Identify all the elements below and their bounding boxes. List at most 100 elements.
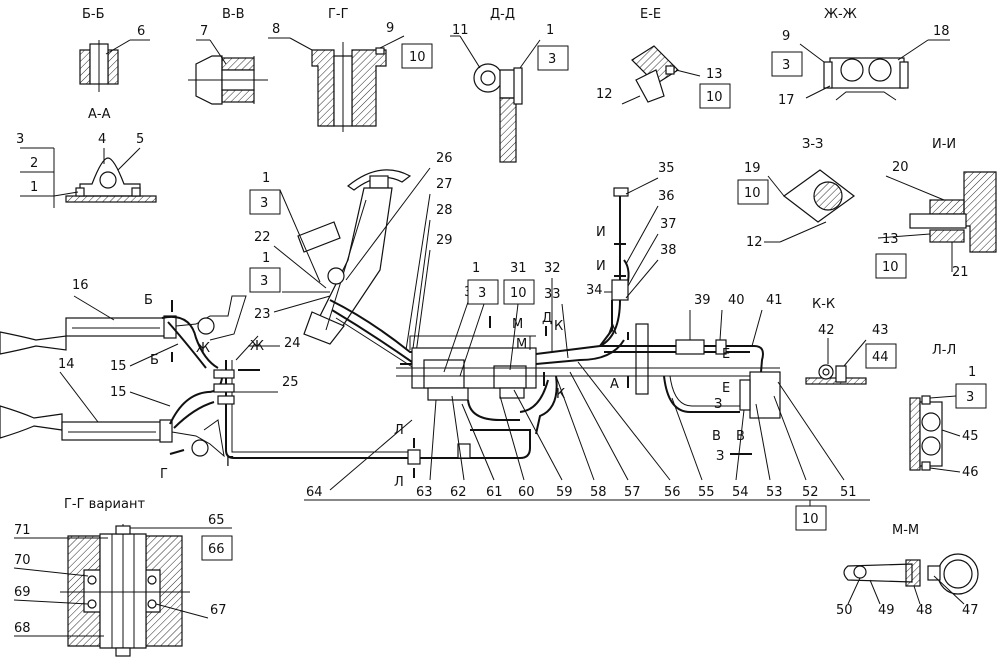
mark-e-1: Е [722,347,730,362]
label-19: 19 [744,161,761,176]
label-20: 20 [892,160,909,175]
label-10-top: 10 [510,286,527,301]
label-37: 37 [660,217,677,232]
label-3-dd: 3 [548,52,556,67]
section-vv: В-В 7 [188,7,268,105]
mark-m-1: М [512,317,523,332]
section-dd: Д-Д 11 1 3 [450,7,569,163]
label-3-zh: 3 [782,58,790,73]
label-31: 31 [510,261,527,276]
label-35: 35 [658,161,675,176]
label-33: 33 [544,287,561,302]
label-51: 51 [840,485,857,500]
label-58: 58 [590,485,607,500]
cylinder-16: 16 [0,278,247,355]
label-3-col: 3 [260,196,268,211]
label-70: 70 [14,553,31,568]
label-52: 52 [802,485,819,500]
label-1-col: 1 [262,171,270,186]
label-21: 21 [952,265,969,280]
steering-column [297,169,412,345]
section-aa-title: А-А [88,107,111,122]
mark-k-2: К [556,387,565,402]
label-2: 2 [30,156,38,171]
label-4: 4 [98,132,106,147]
section-bb-title: Б-Б [82,7,105,22]
section-gg-variant-title: Г-Г вариант [64,497,145,512]
label-22: 22 [254,230,271,245]
label-39: 39 [694,293,711,308]
label-63: 63 [416,485,433,500]
label-14: 14 [58,357,75,372]
section-ll: Л-Л 1 3 45 46 [909,343,987,480]
label-59: 59 [556,485,573,500]
label-5: 5 [136,132,144,147]
label-45: 45 [962,429,979,444]
mark-m-2: М [516,337,527,352]
mark-v-1: В [712,429,721,444]
mark-k-1: К [554,319,563,334]
label-71: 71 [14,523,31,538]
section-zz-title: З-З [802,137,823,152]
label-44: 44 [872,350,889,365]
label-50: 50 [836,603,853,618]
label-6: 6 [137,24,145,39]
mark-i-2: И [596,259,606,274]
section-gg: Г-Г 8 9 10 [268,7,433,132]
mark-d: Д [542,311,552,326]
section-mm: М-М 50 49 48 47 [836,523,979,618]
label-16: 16 [72,278,89,293]
label-67: 67 [210,603,227,618]
label-13-ii: 13 [882,232,899,247]
mark-a-1: А [608,323,617,338]
label-66: 66 [208,542,225,557]
label-56: 56 [664,485,681,500]
main-assembly: 16 14 15 15 Б Б Ж [0,151,870,531]
label-23: 23 [254,307,271,322]
label-18: 18 [933,24,950,39]
label-53: 53 [766,485,783,500]
label-29: 29 [436,233,453,248]
label-12-zz: 12 [746,235,763,250]
label-3-aa: 3 [16,132,24,147]
label-1-aa: 1 [30,180,38,195]
section-mm-title: М-М [892,523,919,538]
label-10-ee: 10 [706,90,723,105]
mark-a-2: А [610,377,619,392]
section-gg-variant: Г-Г вариант 71 70 69 68 65 66 67 [13,497,233,657]
label-1-dd: 1 [546,23,554,38]
label-10-bottom: 10 [802,512,819,527]
label-27: 27 [436,177,453,192]
section-zz: З-З 19 10 12 [737,137,856,250]
label-26: 26 [436,151,453,166]
label-47: 47 [962,603,979,618]
label-10-ii: 10 [882,260,899,275]
label-10-zz: 10 [744,186,761,201]
mark-l-1: Л [394,423,404,438]
mark-i-1: И [596,225,606,240]
label-15b: 15 [110,385,127,400]
section-ee: Е-Е 12 13 10 [596,7,731,109]
section-ii: И-И 20 13 10 21 [875,137,997,280]
label-12-ee: 12 [596,87,613,102]
label-34: 34 [586,283,603,298]
label-25: 25 [282,375,299,390]
label-54: 54 [732,485,749,500]
label-61: 61 [486,485,503,500]
label-49: 49 [878,603,895,618]
label-38: 38 [660,243,677,258]
mark-zh-1: Ж [196,341,210,356]
label-3-top: 3 [478,286,486,301]
label-40: 40 [728,293,745,308]
label-48: 48 [916,603,933,618]
label-28: 28 [436,203,453,218]
mark-b-2: Б [150,353,159,368]
label-60: 60 [518,485,535,500]
label-7: 7 [200,24,208,39]
label-15a: 15 [110,359,127,374]
label-65: 65 [208,513,225,528]
label-13-ee: 13 [706,67,723,82]
section-gg-title: Г-Г [328,7,349,22]
mark-z-2: З [716,449,724,464]
